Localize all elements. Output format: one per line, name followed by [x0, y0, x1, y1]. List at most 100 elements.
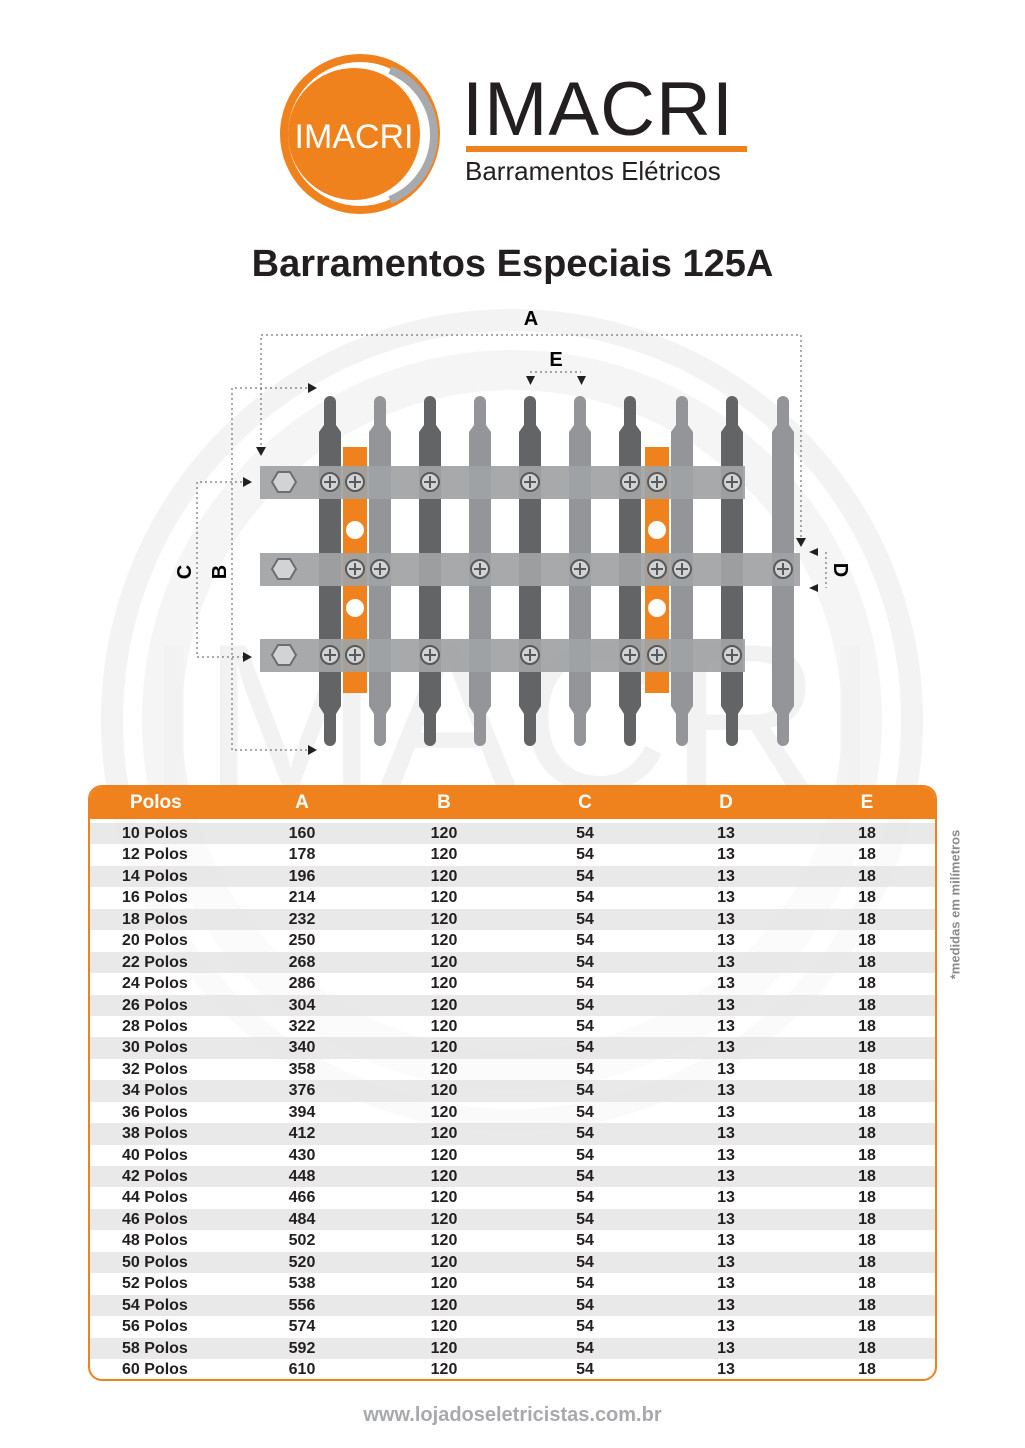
cell-e: 18	[858, 1339, 876, 1357]
cell-d: 13	[717, 1125, 735, 1143]
cell-b: 120	[430, 1339, 458, 1357]
hex-bolt-icon	[270, 471, 298, 493]
cell-b: 120	[430, 1318, 458, 1336]
cell-b: 120	[430, 1017, 458, 1035]
cell-e: 18	[858, 1060, 876, 1078]
screw-slot	[651, 649, 663, 661]
cell-c: 54	[576, 1296, 594, 1314]
header-b: B	[437, 792, 451, 813]
cell-c: 54	[576, 953, 594, 971]
cell-c: 54	[576, 1082, 594, 1100]
cell-a: 376	[288, 1082, 316, 1100]
cell-polos: 36 Polos	[122, 1103, 188, 1121]
cell-d: 13	[717, 867, 735, 885]
cell-a: 538	[288, 1275, 316, 1293]
cell-polos: 16 Polos	[122, 889, 188, 907]
cell-e: 18	[858, 1232, 876, 1250]
cell-b: 120	[430, 1253, 458, 1271]
cell-d: 13	[717, 953, 735, 971]
cell-e: 18	[858, 932, 876, 950]
cell-e: 18	[858, 975, 876, 993]
screw-slot	[651, 476, 663, 488]
cell-d: 13	[717, 1210, 735, 1228]
cell-c: 54	[576, 1275, 594, 1293]
cell-d: 13	[717, 975, 735, 993]
cell-b: 120	[430, 1125, 458, 1143]
dim-label-e: E	[549, 349, 562, 371]
cell-a: 196	[288, 867, 316, 885]
brand-tagline: Barramentos Elétricos	[465, 156, 721, 186]
cell-polos: 34 Polos	[122, 1082, 188, 1100]
cell-polos: 42 Polos	[122, 1168, 188, 1185]
cell-a: 610	[288, 1360, 316, 1378]
cell-d: 13	[717, 1189, 735, 1207]
cell-d: 13	[717, 1360, 735, 1378]
screw-slot	[524, 476, 536, 488]
cell-a: 448	[288, 1168, 316, 1185]
screw-slot	[374, 563, 386, 575]
cell-polos: 32 Polos	[122, 1060, 188, 1078]
screw-slot	[726, 649, 738, 661]
dim-label-d: D	[829, 563, 851, 577]
cell-d: 13	[717, 825, 735, 842]
bus-bar	[260, 553, 800, 586]
footer-url[interactable]: www.lojadoseletricistas.com.br	[363, 1404, 662, 1426]
cell-e: 18	[858, 1253, 876, 1271]
cell-b: 120	[430, 975, 458, 993]
cell-a: 268	[288, 953, 316, 971]
cell-b: 120	[430, 1146, 458, 1164]
cell-a: 592	[288, 1339, 316, 1357]
cell-b: 120	[430, 1189, 458, 1207]
cell-b: 120	[430, 1039, 458, 1057]
cell-d: 13	[717, 1146, 735, 1164]
cell-polos: 56 Polos	[122, 1318, 188, 1336]
dimension-arrows	[243, 376, 818, 755]
cell-b: 120	[430, 996, 458, 1014]
cell-e: 18	[858, 1082, 876, 1100]
cell-a: 484	[288, 1210, 316, 1228]
cell-e: 18	[858, 1296, 876, 1314]
cell-a: 178	[288, 846, 316, 864]
cell-a: 430	[288, 1146, 316, 1164]
cell-b: 120	[430, 1210, 458, 1228]
cell-c: 54	[576, 932, 594, 950]
screw-slot	[726, 476, 738, 488]
cell-a: 340	[288, 1039, 316, 1057]
cell-e: 18	[858, 910, 876, 928]
mount-hole	[346, 521, 364, 539]
cell-polos: 18 Polos	[122, 910, 188, 928]
cell-b: 120	[430, 1103, 458, 1121]
logo-circle-text: IMACRI	[295, 118, 414, 156]
cell-d: 13	[717, 996, 735, 1014]
cell-b: 120	[430, 953, 458, 971]
mount-hole	[648, 599, 666, 617]
cell-b: 120	[430, 1232, 458, 1250]
screw-slot	[324, 476, 336, 488]
cell-e: 18	[858, 1125, 876, 1143]
mount-hole	[648, 521, 666, 539]
screw-slot	[624, 649, 636, 661]
cell-b: 120	[430, 1082, 458, 1100]
cell-d: 13	[717, 910, 735, 928]
screw-slot	[676, 563, 688, 575]
cell-polos: 46 Polos	[122, 1210, 188, 1228]
cell-polos: 44 Polos	[122, 1189, 188, 1207]
cell-polos: 30 Polos	[122, 1039, 188, 1057]
cell-c: 54	[576, 1189, 594, 1207]
cell-polos: 14 Polos	[122, 867, 188, 885]
cell-a: 304	[288, 996, 316, 1014]
cell-polos: 38 Polos	[122, 1125, 188, 1143]
